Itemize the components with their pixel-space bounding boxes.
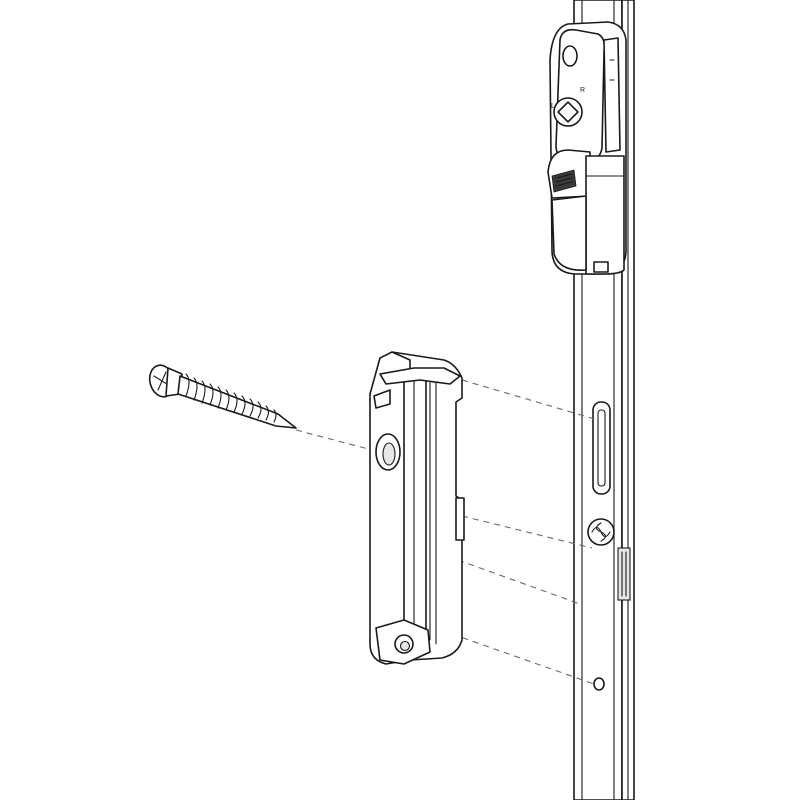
hole-alignment-line (461, 515, 593, 549)
rail-side-tab (617, 547, 631, 601)
gear-housing-face (555, 28, 606, 163)
keeper-inner-rail (403, 369, 427, 641)
keeper-top-tab (373, 389, 391, 409)
label-right: R (580, 87, 585, 94)
keeper-top-lip (379, 367, 461, 385)
gear-bottom-tab (593, 261, 609, 273)
housing-top-hole (562, 45, 578, 67)
lock-gear-housing: L R (547, 21, 627, 275)
spindle-square-icon (557, 101, 579, 123)
rail-lower-hole (593, 677, 605, 691)
keeper-front (369, 351, 411, 665)
rail-screw-hole-cross (591, 522, 611, 542)
screw-threads (185, 373, 277, 423)
tab-alignment-line (457, 559, 581, 605)
grip-pattern-icon (551, 169, 577, 193)
keeper-screw-hole-inner (382, 442, 396, 466)
label-left: L (551, 103, 555, 110)
gear-lower-front (551, 195, 587, 271)
alignment-lines (295, 379, 599, 685)
screw-icon (148, 364, 297, 429)
rail-slot (592, 401, 611, 495)
keeper (369, 351, 465, 665)
gear-side-lever (603, 37, 621, 153)
keeper-notch (455, 497, 465, 541)
gear-lower-block (585, 155, 625, 275)
rail-slot-inner (597, 409, 606, 487)
screw-alignment-line (295, 429, 381, 453)
lower-hole-alignment-line (451, 633, 595, 685)
slot-alignment-line (461, 379, 599, 421)
